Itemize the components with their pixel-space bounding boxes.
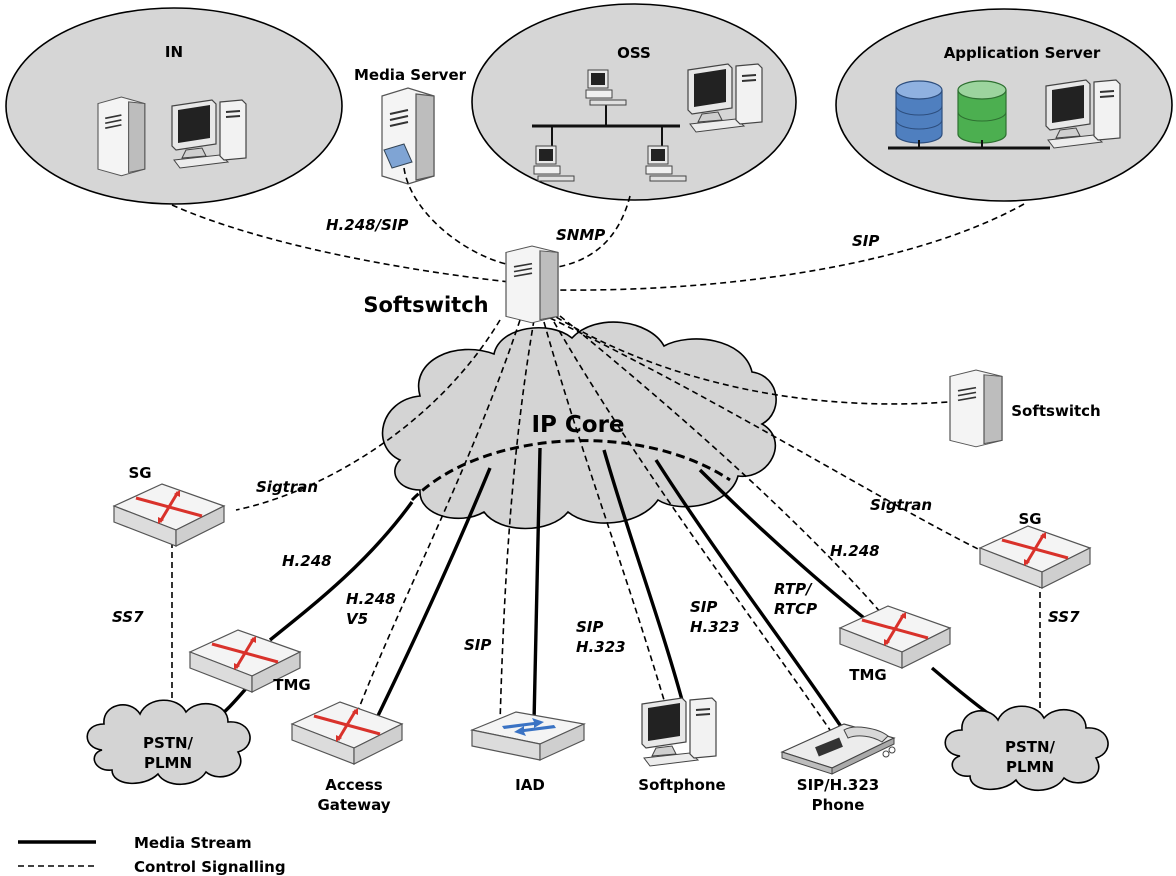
softswitch-second-icon [949, 369, 1003, 448]
proto-sip-iad: SIP [464, 636, 491, 654]
pstn-right-label-1: PSTN/ [1005, 738, 1056, 756]
softswitch-second-label: Softswitch [1011, 402, 1100, 420]
oss-workstation-icon [687, 63, 763, 133]
link-in-softswitch [171, 204, 511, 283]
access-gateway-label-1: Access [325, 776, 382, 794]
iad-label: IAD [515, 776, 545, 794]
access-gateway-icon [290, 700, 404, 766]
legend-control-label: Control Signalling [134, 858, 286, 876]
proto-sip-h323-softphone-2: H.323 [576, 638, 626, 656]
proto-snmp: SNMP [556, 226, 605, 244]
proto-ss7-right: SS7 [1048, 608, 1080, 626]
legend-media-label: Media Stream [134, 834, 252, 852]
softswitch-main-icon [505, 245, 559, 324]
link-softswitch-softswitch [547, 311, 949, 405]
sg-right-label: SG [1018, 510, 1041, 528]
media-core-tmg-left [268, 501, 414, 642]
in-workstation-icon [171, 99, 247, 169]
proto-sip-h323-softphone-1: SIP [576, 618, 603, 636]
oss-label: OSS [617, 44, 651, 62]
in-server-icon [97, 96, 146, 177]
proto-ss7-left: SS7 [112, 608, 144, 626]
link-app-softswitch [555, 203, 1025, 291]
proto-h248-v5-1: H.248 [346, 590, 396, 608]
link-softswitch-sg-right [549, 317, 981, 551]
tmg-right-label: TMG [849, 666, 886, 684]
app-server-label: Application Server [944, 44, 1101, 62]
link-softswitch-access-gw [351, 319, 521, 727]
pstn-right-label-2: PLMN [1006, 758, 1054, 776]
pstn-left-label-2: PLMN [144, 754, 192, 772]
link-mediaserver-softswitch [403, 167, 507, 265]
proto-sip-app: SIP [852, 232, 879, 250]
media-core-access-gw [370, 467, 492, 729]
proto-h248-right: H.248 [830, 542, 880, 560]
link-softswitch-softphone [543, 321, 665, 701]
core-control-arc [410, 439, 731, 502]
tmg-right-icon [838, 604, 952, 670]
database-green-icon [957, 80, 1007, 144]
sg-left-icon [112, 482, 226, 548]
proto-sigtran-right: Sigtran [870, 496, 932, 514]
link-softswitch-tmg-right [559, 315, 895, 629]
softswitch-main-label: Softswitch [363, 293, 488, 317]
pstn-left-label-1: PSTN/ [143, 734, 194, 752]
ip-core-label: IP Core [531, 412, 624, 438]
sg-left-label: SG [128, 464, 151, 482]
proto-sip-h323-phone-1: SIP [690, 598, 717, 616]
softphone-icon [641, 697, 717, 767]
database-blue-icon [895, 80, 943, 144]
proto-rtp-rtcp-1: RTP/ [774, 580, 813, 598]
media-core-softphone [602, 449, 684, 701]
app-workstation-icon [1045, 79, 1121, 149]
tmg-left-label: TMG [273, 676, 310, 694]
proto-rtp-rtcp-2: RTCP [774, 600, 817, 618]
link-softswitch-iad [499, 319, 535, 725]
media-core-phone [654, 459, 848, 735]
proto-h248-v5-2: V5 [346, 610, 368, 628]
link-softswitch-phone [553, 321, 831, 731]
link-oss-softswitch [551, 195, 631, 269]
proto-sip-h323-phone-2: H.323 [690, 618, 740, 636]
in-label: IN [165, 43, 183, 61]
access-gateway-label-2: Gateway [317, 796, 390, 814]
media-server-icon [381, 87, 435, 185]
link-softswitch-sg-left [235, 319, 501, 511]
sip-phone-label-1: SIP/H.323 [797, 776, 879, 794]
proto-sigtran-left: Sigtran [256, 478, 318, 496]
ip-core-cloud [381, 321, 777, 530]
iad-icon [469, 711, 587, 761]
sg-right-icon [978, 524, 1092, 590]
sip-phone-label-2: Phone [812, 796, 865, 814]
oss-lan-icon [532, 69, 687, 182]
softphone-label: Softphone [638, 776, 725, 794]
media-core-iad [532, 447, 542, 723]
media-server-label: Media Server [354, 66, 467, 84]
app-lan-icon [888, 140, 1050, 150]
proto-h248-left: H.248 [282, 552, 332, 570]
sip-phone-icon [780, 723, 896, 775]
proto-h248-sip: H.248/SIP [326, 216, 408, 234]
